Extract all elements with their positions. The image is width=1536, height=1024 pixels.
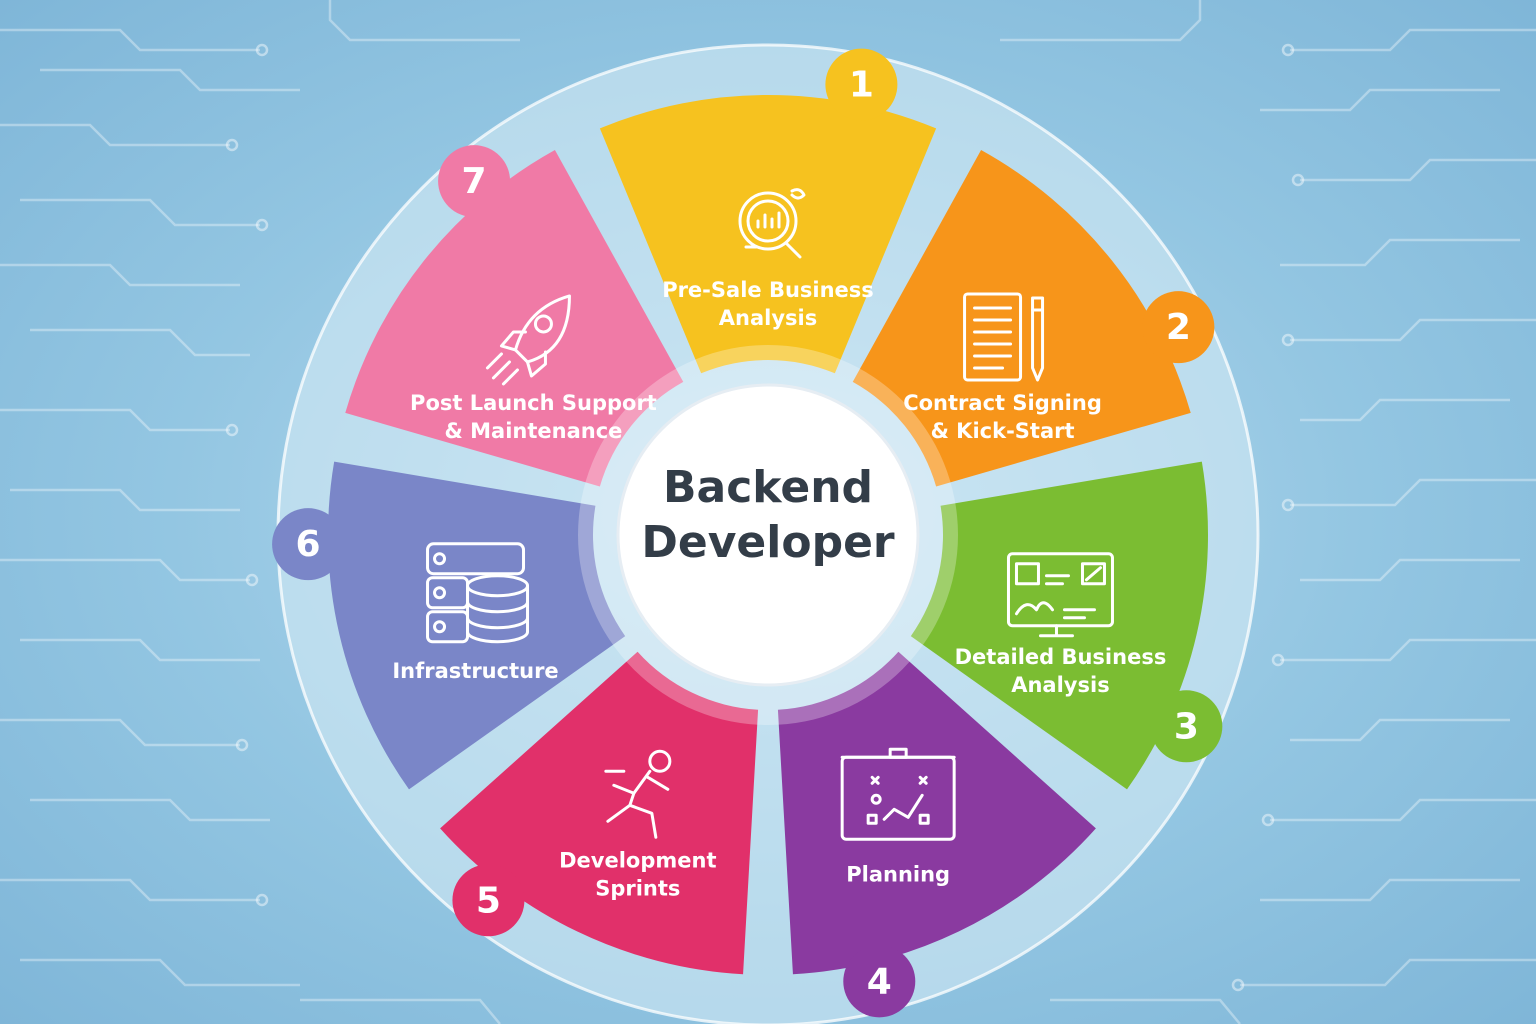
step-number-badge [843, 945, 916, 1018]
segment-step-6: Infrastructure 6 [272, 461, 626, 790]
step-label-line-1: Development [559, 848, 716, 872]
segment-shape [777, 651, 1096, 975]
center-title-line-1: Backend [663, 462, 873, 513]
step-label-line-1: Pre-Sale Business [662, 278, 874, 302]
step-label-line-2: Analysis [1011, 673, 1109, 697]
step-label-line-1: Post Launch Support [410, 391, 657, 415]
step-label-line-2: Sprints [595, 876, 680, 900]
step-number-badge [452, 864, 525, 937]
step-number: 1 [849, 65, 874, 106]
dashboard-monitor-icon [1006, 552, 1114, 638]
running-person-icon [604, 749, 672, 839]
magnifier-chart-icon [738, 188, 806, 259]
step-label-line-2: Analysis [719, 306, 817, 330]
step-label-line-2: & Kick-Start [931, 419, 1075, 443]
circuit-top [300, 0, 1241, 1024]
segment-step-4: Planning 4 [777, 651, 1096, 1018]
center-title-line-2: Developer [641, 517, 895, 568]
step-number-badge [1142, 291, 1215, 364]
step-number: 2 [1166, 307, 1191, 348]
step-number: 7 [462, 161, 487, 202]
contract-pen-icon [963, 292, 1045, 382]
step-number-badge [272, 508, 345, 581]
center-circle [616, 383, 920, 687]
segment-shape [599, 94, 937, 374]
step-label-line-1: Planning [846, 862, 950, 886]
segment-step-2: Contract Signing & Kick-Start 2 [852, 150, 1215, 487]
step-number: 5 [476, 880, 501, 921]
rocket-icon [485, 294, 571, 386]
step-number-badge [825, 48, 898, 121]
segment-step-7: Post Launch Support & Maintenance 7 [345, 145, 684, 487]
step-number: 6 [296, 524, 321, 565]
step-label-line-2: & Maintenance [445, 419, 623, 443]
step-number-badge [1150, 690, 1223, 763]
step-number: 3 [1174, 706, 1199, 747]
step-label-line-1: Contract Signing [903, 391, 1102, 415]
circuit-right [1231, 28, 1536, 992]
step-number: 4 [867, 961, 892, 1002]
step-label-line-1: Infrastructure [392, 659, 558, 683]
center-hub: Backend Developer [578, 345, 958, 725]
server-database-icon [426, 542, 530, 644]
segment-shape [345, 150, 684, 487]
circuit-left [0, 28, 300, 987]
step-number-badge [438, 145, 511, 218]
strategy-board-icon [840, 747, 956, 841]
step-label-line-1: Detailed Business [955, 645, 1167, 669]
